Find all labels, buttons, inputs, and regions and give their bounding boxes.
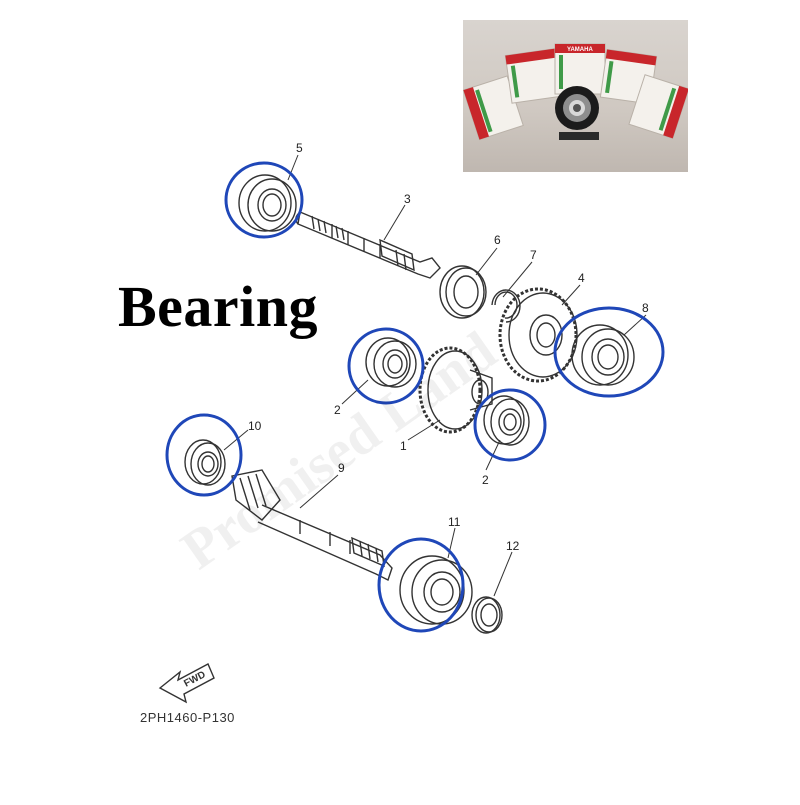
bearing-boxes-photo: YAMAHA: [463, 43, 688, 141]
bearing-2-right: [483, 395, 530, 446]
callout-7: 7: [530, 248, 537, 262]
gear-4: [498, 287, 578, 383]
callout-2-right: 2: [482, 473, 489, 487]
callout-4: 4: [578, 271, 585, 285]
highlight-bearing-2-left: [347, 327, 425, 405]
callout-9: 9: [338, 461, 345, 475]
diagram-linework: [184, 154, 647, 634]
bearing-photo-icon: [555, 86, 599, 130]
callout-5: 5: [296, 141, 303, 155]
callout-8: 8: [642, 301, 649, 315]
highlight-bearing-8: [553, 306, 665, 398]
bearing-10: [184, 439, 226, 486]
shaft-3: [295, 211, 441, 279]
highlight-bearing-2-right: [473, 388, 547, 462]
bearing-2-left: [365, 337, 417, 388]
callout-12: 12: [506, 539, 520, 553]
box-brand-label: YAMAHA: [567, 47, 593, 53]
fwd-arrow-icon: FWD: [158, 663, 215, 704]
bearing-highlights: [165, 161, 665, 633]
highlight-bearing-10: [165, 413, 243, 497]
callout-11: 11: [448, 515, 461, 529]
box-left: [504, 48, 563, 104]
highlight-bearing-11: [377, 537, 465, 633]
diagram-code: 2PH1460-P130: [140, 710, 235, 725]
shaft-9: [231, 469, 393, 581]
headline: Bearing: [118, 274, 319, 339]
seal-12: [471, 596, 503, 634]
box-center: YAMAHA: [554, 43, 606, 95]
box-far-left: [463, 75, 524, 141]
bearing-5: [238, 174, 297, 232]
bearing-label-strip: [559, 132, 599, 140]
circlip-7: [491, 289, 521, 323]
product-photo: YAMAHA: [463, 20, 688, 172]
bearing-8: [571, 324, 635, 386]
box-far-right: [628, 74, 688, 140]
callout-10: 10: [248, 419, 262, 433]
callout-6: 6: [494, 233, 501, 247]
gear-1: [418, 346, 493, 434]
callout-1: 1: [400, 439, 407, 453]
bearing-11: [399, 555, 473, 625]
seal-6: [439, 265, 487, 319]
callout-2-left: 2: [334, 403, 341, 417]
callout-3: 3: [404, 192, 411, 206]
highlight-bearing-5: [224, 161, 304, 239]
